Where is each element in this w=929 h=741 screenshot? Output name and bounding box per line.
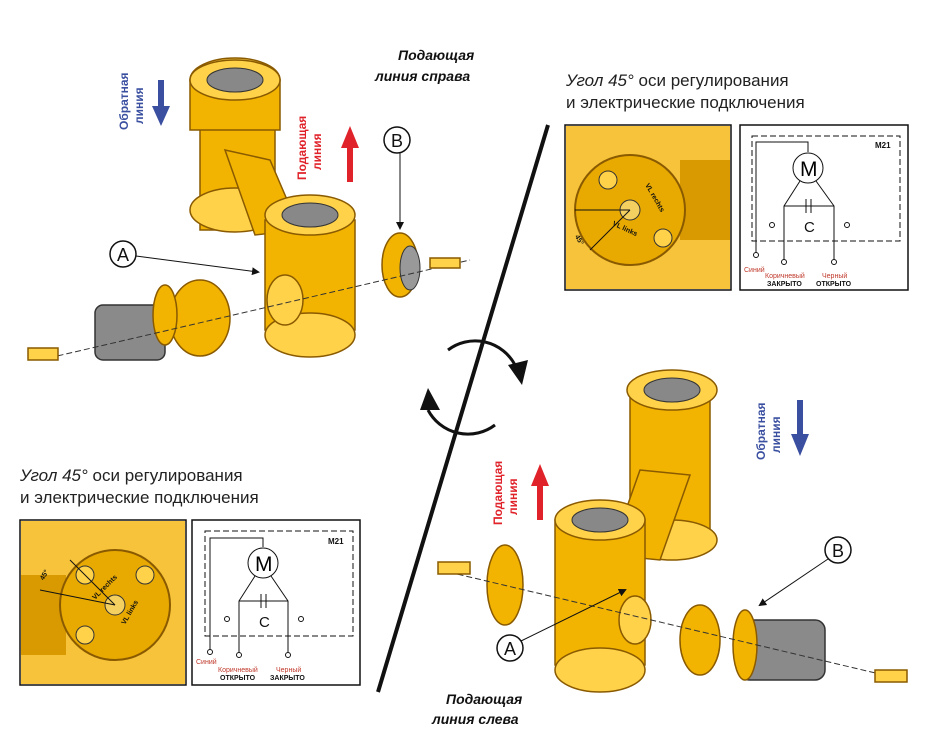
- right-panel-title: Угол 45° оси регулирования: [565, 71, 789, 90]
- svg-text:Коричневый: Коричневый: [218, 666, 258, 674]
- caption-supply-left: Подающая: [446, 691, 522, 707]
- right-dial-photo: 45° VL rechts VL links: [564, 124, 732, 291]
- callout-b: B: [383, 126, 411, 230]
- left-panel-title-line2: и электрические подключения: [20, 488, 259, 507]
- svg-text:A: A: [117, 245, 129, 265]
- supply-arrow-icon: [341, 126, 359, 182]
- valve-assembly-supply-left: [437, 369, 908, 693]
- svg-text:линия: линия: [506, 478, 520, 515]
- svg-text:M: M: [255, 553, 273, 576]
- svg-text:Подающая: Подающая: [295, 116, 309, 180]
- caption-supply-left-2: линия слева: [431, 711, 519, 727]
- valve-assembly-supply-right: [27, 57, 471, 361]
- svg-text:ЗАКРЫТО: ЗАКРЫТО: [270, 675, 305, 682]
- right-panel-title-line2: и электрические подключения: [566, 93, 805, 112]
- return-line-label: Обратная линия: [117, 72, 146, 130]
- supply-line-label-2: Подающая линия: [491, 461, 520, 525]
- callout-a: A: [109, 240, 260, 276]
- caption-supply-right-2: линия справа: [374, 68, 470, 84]
- callout-a-2: A: [496, 589, 627, 662]
- svg-text:C: C: [804, 219, 815, 236]
- svg-text:Обратная: Обратная: [117, 72, 131, 130]
- return-arrow-icon-2: [791, 400, 809, 456]
- supply-line-label: Подающая линия: [295, 116, 324, 180]
- callout-b-2: B: [758, 536, 852, 607]
- svg-text:Коричневый: Коричневый: [765, 272, 805, 280]
- svg-text:Синий: Синий: [196, 658, 217, 666]
- svg-text:Синий: Синий: [744, 266, 765, 274]
- svg-text:B: B: [832, 541, 844, 561]
- svg-text:ОТКРЫТО: ОТКРЫТО: [816, 281, 852, 288]
- svg-text:линия: линия: [769, 416, 783, 453]
- svg-text:A: A: [504, 639, 516, 659]
- svg-text:линия: линия: [310, 133, 324, 170]
- left-panel-title: Угол 45° оси регулирования: [19, 466, 243, 485]
- return-arrow-icon: [152, 80, 170, 126]
- svg-text:Черный: Черный: [276, 666, 301, 674]
- svg-text:M21: M21: [328, 537, 344, 546]
- svg-text:M: M: [800, 158, 818, 181]
- caption-supply-right: Подающая: [398, 47, 474, 63]
- left-dial-photo: 45° VL rechts VL links: [19, 519, 187, 686]
- rotate-arrows-icon: [420, 339, 528, 436]
- svg-text:M21: M21: [875, 141, 891, 150]
- svg-text:Подающая: Подающая: [491, 461, 505, 525]
- svg-text:B: B: [391, 131, 403, 151]
- svg-text:линия: линия: [132, 87, 146, 124]
- return-line-label-2: Обратная линия: [754, 402, 783, 460]
- divider-line: [376, 124, 550, 693]
- svg-text:ОТКРЫТО: ОТКРЫТО: [220, 675, 256, 682]
- svg-text:C: C: [259, 614, 270, 631]
- svg-text:ЗАКРЫТО: ЗАКРЫТО: [767, 281, 802, 288]
- left-wiring-diagram: M21 M C Синий Коричневый ОТКРЫТО Черный …: [191, 519, 361, 686]
- svg-text:Черный: Черный: [822, 272, 847, 280]
- supply-arrow-icon-2: [531, 464, 549, 520]
- right-wiring-diagram: M21 M C Синий Коричневый ЗАКРЫТО Черный …: [739, 124, 909, 291]
- svg-text:Обратная: Обратная: [754, 402, 768, 460]
